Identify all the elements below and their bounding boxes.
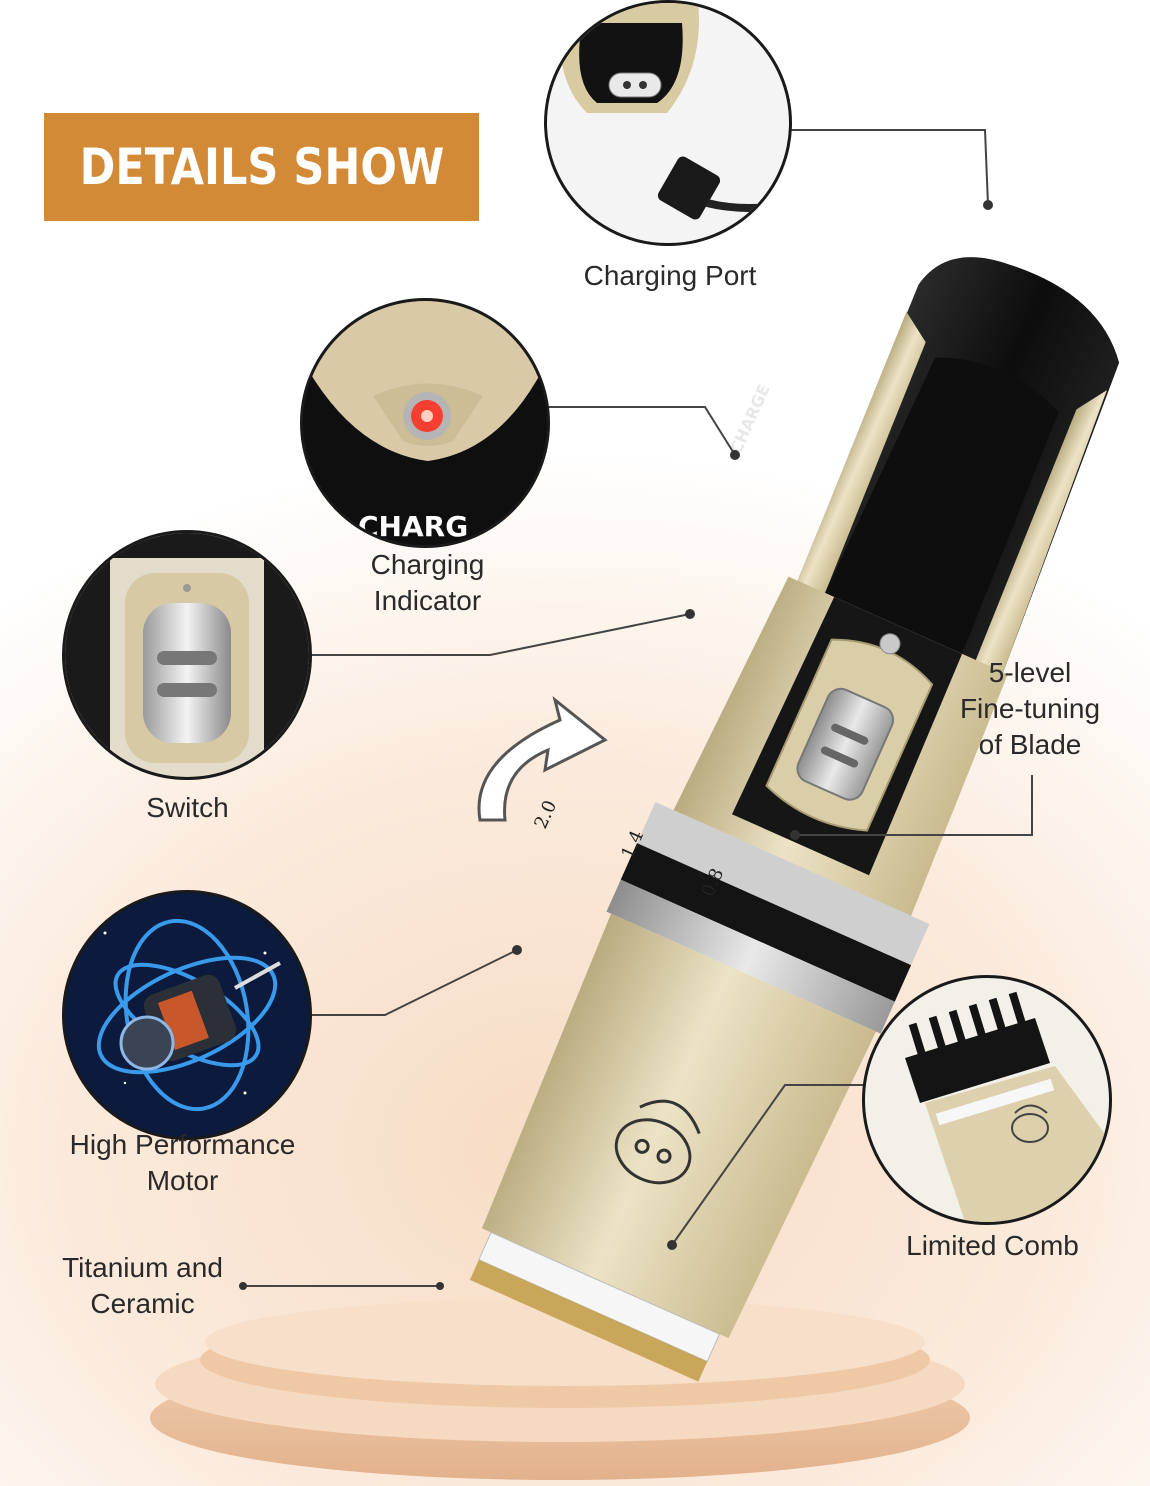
- motor-closeup: [62, 890, 312, 1140]
- leader-switch: [310, 613, 691, 656]
- motor-label: High Performance Motor: [69, 1129, 296, 1196]
- leader-charging-indicator: [548, 406, 736, 456]
- charging-port-label: Charging Port: [583, 260, 757, 291]
- switch-label: Switch: [146, 792, 229, 823]
- blade-material-label: Titanium and Ceramic: [62, 1252, 223, 1319]
- title-badge: DETAILS SHOW: [44, 113, 479, 221]
- leader-limited-comb: [671, 1084, 880, 1246]
- pedestal: [150, 1298, 970, 1480]
- charge-marking: CHARGE: [726, 381, 773, 456]
- limited-comb-label: Limited Comb: [906, 1230, 1079, 1261]
- switch-closeup: [62, 530, 312, 780]
- clipper-body: [469, 257, 1120, 1382]
- leader-charging-port: [790, 129, 989, 206]
- charging-indicator-closeup: CHARG: [300, 298, 550, 548]
- charging-indicator-label: Charging Indicator: [370, 549, 485, 616]
- leader-motor: [308, 949, 518, 1016]
- charging-port-closeup: [544, 0, 792, 246]
- leader-fine-tuning: [795, 775, 1033, 836]
- limited-comb-closeup: [862, 975, 1112, 1225]
- scale-marking: 2.0: [530, 797, 561, 832]
- title: DETAILS SHOW: [79, 138, 444, 196]
- fine-tuning-label: 5-level Fine-tuning of Blade: [959, 657, 1101, 760]
- rotate-arrow-icon: [477, 696, 608, 822]
